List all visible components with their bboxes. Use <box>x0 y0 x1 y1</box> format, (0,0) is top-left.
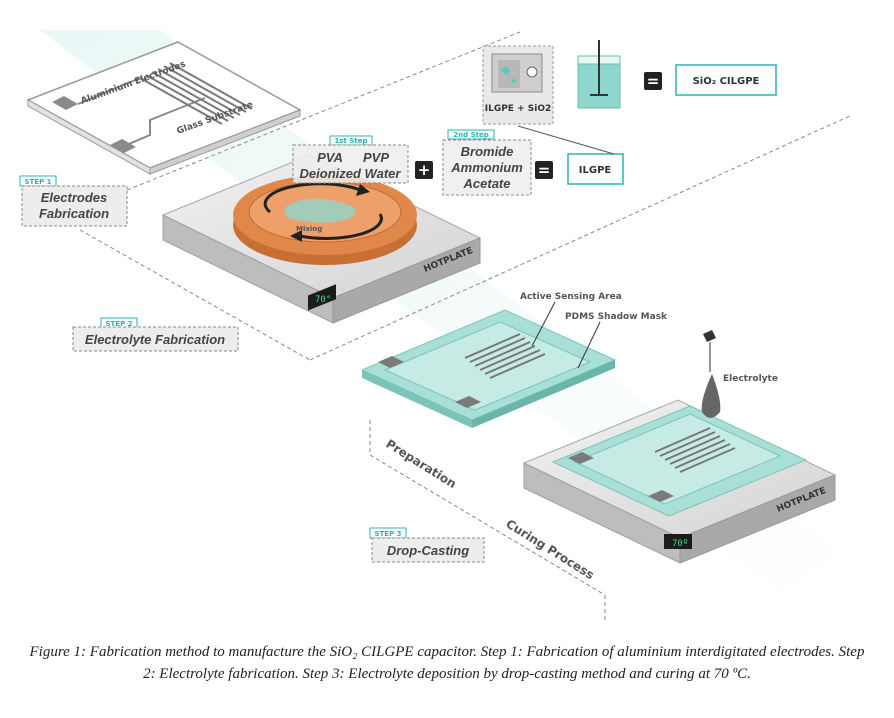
reagent-water: Deionized Water <box>300 166 402 181</box>
ilgpe-result-box <box>567 153 624 185</box>
step2-tag: STEP 2 <box>105 320 132 328</box>
step1-title-line2: Fabrication <box>39 206 109 221</box>
hotplate-step3-display <box>664 534 692 549</box>
step1-tag: STEP 1 <box>24 178 51 186</box>
hotplate-step2-display <box>308 284 336 311</box>
equals-sign-1: = <box>538 161 551 179</box>
second-step-tag-box <box>447 129 495 140</box>
reagent-pva: PVA <box>317 150 343 165</box>
mix-box-label: ILGPE + SiO2 <box>485 104 552 114</box>
reagent-bromide: Bromide <box>461 144 514 159</box>
curing-label: Curing Process <box>503 517 596 582</box>
figure-caption: Figure 1: Fabrication method to manufact… <box>29 644 865 682</box>
hotplate-step2-temp: 70° <box>315 295 331 305</box>
reagents-b-box <box>442 139 532 196</box>
step3-title: Drop-Casting <box>387 543 469 558</box>
step2-title: Electrolyte Fabrication <box>85 332 225 347</box>
second-step-tag: 2nd Step <box>453 131 488 139</box>
equals-sign-box-1 <box>535 161 553 179</box>
equals-sign-2: = <box>647 72 660 90</box>
reagent-pvp: PVP <box>363 150 389 165</box>
preparation-label: Preparation <box>383 437 458 491</box>
reagent-acetate: Acetate <box>463 176 511 191</box>
electrolyte-dropper <box>701 330 721 418</box>
electrolyte-label: Electrolyte <box>723 374 778 384</box>
step3-tag: STEP 3 <box>374 530 401 538</box>
cilgpe-result: SiO₂ CILGPE <box>693 76 760 87</box>
step3-title-box <box>371 537 485 563</box>
mask-label: PDMS Shadow Mask <box>565 312 668 322</box>
cilgpe-result-box <box>675 64 777 96</box>
reagent-ammonium: Ammonium <box>450 160 523 175</box>
hotplate-step3 <box>522 399 837 564</box>
beaker-stirrer <box>577 40 621 109</box>
step1-title-line1: Electrodes <box>41 190 107 205</box>
fabrication-diagram: Aluminium Electrodes Glass Substrate STE… <box>19 30 853 620</box>
plus-sign-box <box>415 161 433 179</box>
plus-sign: + <box>418 161 431 179</box>
reagents-a-box <box>292 144 409 184</box>
step1-title-box <box>21 185 128 227</box>
first-step-tag: 1st Step <box>335 137 368 145</box>
mixing-dish <box>233 175 417 265</box>
equals-sign-box-2 <box>644 72 662 90</box>
pdms-mask-plate <box>360 309 617 428</box>
mask-pointer <box>577 321 601 369</box>
active-area-pointer <box>531 301 556 347</box>
glass-substrate <box>26 41 302 175</box>
active-area-label: Active Sensing Area <box>520 292 622 302</box>
hotplate-step3-temp: 70º <box>672 539 688 549</box>
ilgpe-result: ILGPE <box>579 165 612 176</box>
mix-box <box>482 45 554 125</box>
aluminium-electrodes <box>52 62 253 153</box>
dashed-guides <box>79 31 853 620</box>
step2-title-box <box>72 326 239 352</box>
mixing-label: Mixing <box>296 225 322 233</box>
connector-line <box>517 125 615 155</box>
